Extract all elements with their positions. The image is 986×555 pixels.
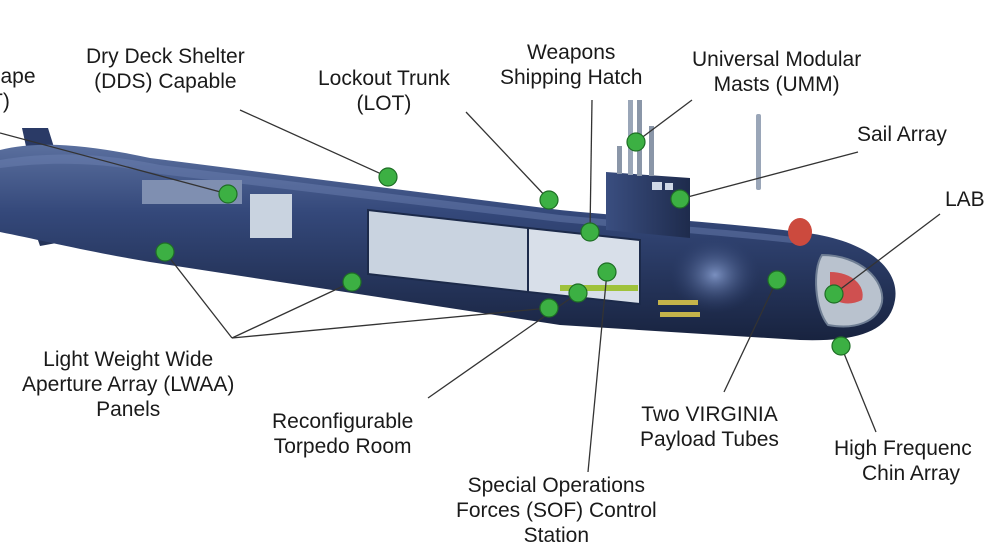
lot-cutaway: [250, 194, 292, 238]
callout-dot-sail-array[interactable]: [670, 189, 690, 209]
payload-tube-1: [658, 300, 698, 305]
torpedo: [560, 285, 638, 291]
label-dds: Dry Deck Shelter (DDS) Capable: [86, 45, 245, 93]
callout-dot-chin[interactable]: [831, 336, 851, 356]
leader-umm: [635, 99, 693, 143]
label-sail-array: Sail Array: [857, 123, 947, 146]
leader-sof: [587, 271, 608, 473]
label-chin-array: High Frequenc Chin Array: [834, 437, 972, 485]
mast-3: [649, 126, 654, 176]
payload-tube-2: [660, 312, 700, 317]
sail-window: [652, 182, 662, 190]
label-lwaa: Light Weight Wide Aperture Array (LWAA) …: [22, 348, 235, 421]
callout-dot-dds[interactable]: [378, 167, 398, 187]
label-escape-trunk: cape T): [0, 65, 36, 113]
hull-highlight: [0, 154, 800, 244]
leader-lwaa-1: [164, 251, 233, 339]
callout-dot-weapons-hatch[interactable]: [580, 222, 600, 242]
label-weapons-hatch: Weapons Shipping Hatch: [500, 41, 643, 89]
leader-payload: [723, 279, 778, 393]
label-lot: Lockout Trunk (LOT): [318, 67, 450, 115]
leader-lines: [0, 99, 941, 473]
callout-dot-escape[interactable]: [218, 184, 238, 204]
leader-lab: [833, 213, 941, 295]
label-torpedo-room: Reconfigurable Torpedo Room: [272, 410, 414, 458]
leader-lwaa-2: [231, 281, 353, 339]
leader-weapons-hatch: [589, 99, 593, 233]
callout-dot-lab[interactable]: [824, 284, 844, 304]
callout-dot-sof[interactable]: [597, 262, 617, 282]
leader-escape: [0, 132, 229, 195]
sonar-glow: [670, 237, 760, 313]
callout-dot-umm[interactable]: [626, 132, 646, 152]
callout-dot-torpedo-room[interactable]: [568, 283, 588, 303]
leader-chin: [840, 345, 877, 433]
bow-marker: [788, 218, 812, 246]
raised-mast: [756, 114, 761, 190]
sail-window-2: [665, 183, 673, 190]
callout-dot-lwaa-1[interactable]: [155, 242, 175, 262]
leader-lot: [465, 111, 550, 201]
leader-sail-array: [679, 151, 859, 200]
label-lab: LAB: [945, 188, 985, 211]
leader-dds: [239, 109, 389, 178]
label-umm: Universal Modular Masts (UMM): [692, 48, 862, 96]
callout-dot-lot[interactable]: [539, 190, 559, 210]
callout-dot-lwaa-3[interactable]: [539, 298, 559, 318]
label-payload-tubes: Two VIRGINIA Payload Tubes: [640, 403, 779, 451]
callout-dot-lwaa-2[interactable]: [342, 272, 362, 292]
leader-lwaa-3: [231, 307, 550, 339]
mast-4: [617, 146, 622, 174]
label-sof: Special Operations Forces (SOF) Control …: [456, 474, 657, 547]
callout-dot-payload[interactable]: [767, 270, 787, 290]
